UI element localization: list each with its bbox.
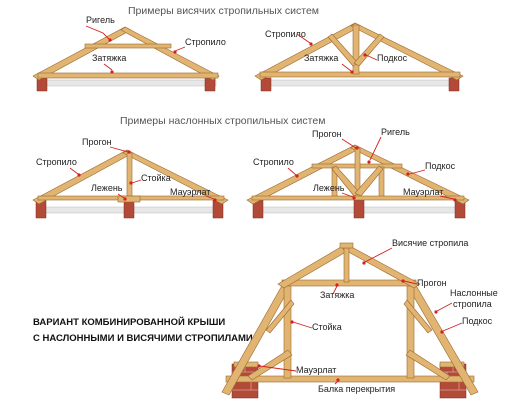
hanging-truss-1-labels: Ригель Затяжка Стропило [85,15,226,74]
label-progon-2: Прогон [312,129,342,139]
label-podkos-3: Подкос [462,316,493,326]
label-stropilo-3: Стропило [36,157,77,167]
label-stropilo-2: Стропило [265,29,306,39]
label-stoyka: Стойка [141,173,171,183]
label-lezhen: Лежень [91,183,123,193]
label-balka: Балка перекрытия [318,384,395,394]
label-progon: Прогон [82,137,112,147]
label-rigel: Ригель [86,15,115,25]
layered-truss-1 [32,149,229,219]
layered-truss-1-labels: Прогон Стропило Стойка Лежень Мауэрлат [36,137,217,202]
label-naslonnye-2: стропила [453,299,492,309]
hanging-truss-2-labels: Стропило Затяжка Подкос [265,29,408,74]
label-naslonnye-1: Наслонные [450,288,498,298]
label-mauerlat: Мауэрлат [170,187,210,197]
label-stropilo-4: Стропило [253,157,294,167]
layered-truss-2-labels: Прогон Ригель Стропило Подкос Лежень Мау… [253,127,457,202]
combined-roof-labels: Висячие стропила Прогон Затяжка Наслонны… [257,238,498,394]
layered-systems-title: Примеры наслонных стропильных систем [120,115,325,127]
hanging-truss-1 [32,26,220,92]
combined-roof-title-line2: С НАСЛОННЫМИ И ВИСЯЧИМИ СТРОПИЛАМИ [33,333,253,344]
label-mauerlat-3: Мауэрлат [296,365,336,375]
hanging-systems-title: Примеры висячих стропильных систем [128,5,319,17]
label-visyachie: Висячие стропила [392,238,468,248]
label-zatyazhka: Затяжка [92,53,126,63]
combined-mansard-roof [221,242,479,399]
label-zatyazhka-2: Затяжка [304,53,338,63]
label-rigel-2: Ригель [381,127,410,137]
hanging-truss-2 [254,22,464,92]
label-mauerlat-2: Мауэрлат [403,187,443,197]
combined-roof-title-line1: ВАРИАНТ КОМБИНИРОВАННОЙ КРЫШИ [33,316,225,328]
label-podkos: Подкос [377,53,408,63]
label-stropilo: Стропило [185,37,226,47]
label-stoyka-2: Стойка [312,322,342,332]
label-zatyazhka-3: Затяжка [320,290,354,300]
layered-truss-2 [246,144,470,219]
label-progon-3: Прогон [417,278,447,288]
label-lezhen-2: Лежень [313,183,345,193]
label-podkos-2: Подкос [425,161,456,171]
